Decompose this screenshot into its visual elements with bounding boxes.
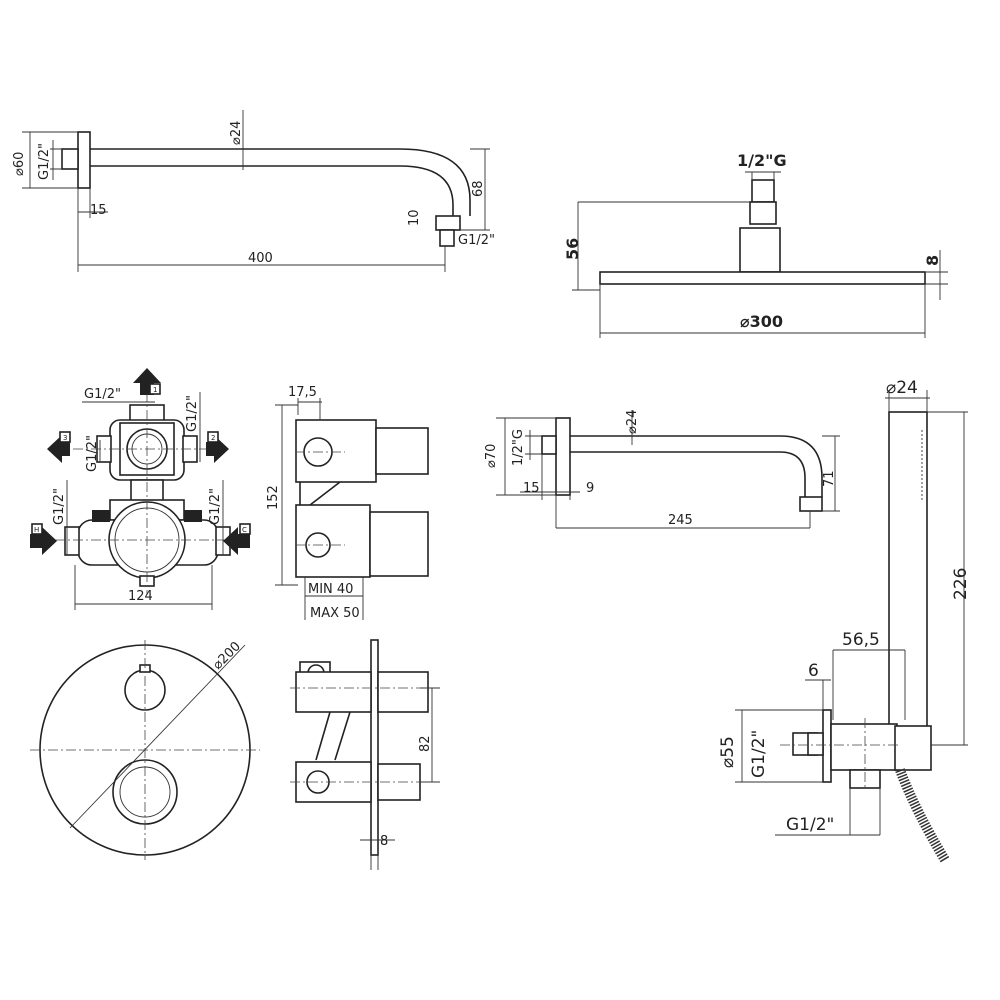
offset-label: 17,5 [288,385,317,400]
mixer-body-side: 17,5 152 MIN 40 MAX 50 [266,385,429,621]
end-length-label: 10 [407,209,422,226]
arm-length-label: 245 [668,513,693,528]
plate-thickness-label: 8 [380,834,388,849]
port-3-label: 3 [63,434,67,442]
port-1-label: 1 [153,386,157,394]
outlet-thread-label: G1/2" [458,233,495,248]
top-thread-label: G1/2" [84,387,121,402]
head-thickness-label: 8 [923,255,942,266]
plate-diameter-label: ⌀200 [210,639,244,673]
hand-shower: ⌀24 226 56,5 6 ⌀55 G1/2" G1/2" [718,378,971,863]
height-label: 152 [266,485,281,510]
head-thread-label: 1/2"G [737,151,787,170]
hose-thread-label: G1/2" [786,815,834,835]
arm-flange-thickness-label: 9 [586,481,594,496]
arm-drop-label: 71 [822,470,837,487]
min-depth-label: MIN 40 [308,582,353,597]
spacing-label: 82 [418,735,433,752]
drop-label: 68 [471,180,486,197]
shower-arm-245: ⌀70 1/2"G ⌀24 15 9 245 71 [484,410,840,529]
width-label: 124 [128,589,153,604]
arm-depth-label: 15 [523,481,540,496]
head-height-label: 56 [563,238,582,260]
wall-thread-label: G1/2" [749,730,769,778]
arm-pipe-diameter-label: ⌀24 [625,410,640,434]
max-depth-label: MAX 50 [310,606,360,621]
arm-thread-label: 1/2"G [511,429,526,466]
port-cold-label: C [242,526,247,534]
length-label: 400 [248,251,273,266]
plate-thickness-label: 6 [808,661,819,681]
mixer-body-front: 1 3 2 H C G1/2" G1/2" G1/2" G1/2" G1/2" … [30,368,251,610]
right-thread-label: G1/2" [185,395,200,432]
wall-thread-label: G1/2" [37,143,52,180]
port-hot-label: H [34,526,39,534]
depth-label: 15 [90,203,107,218]
pipe-diameter-label: ⌀24 [229,121,244,145]
shower-arm-400: ⌀60 G1/2" ⌀24 15 400 68 10 G1/2" [12,110,495,272]
shower-head: 1/2"G 56 8 ⌀300 [563,151,948,338]
flange-diameter-label: ⌀55 [718,736,738,768]
port-2-label: 2 [211,434,215,442]
arm-flange-diameter-label: ⌀70 [484,444,499,468]
hot-thread-label: G1/2" [52,488,67,525]
head-diameter-label: ⌀300 [740,312,783,331]
flange-diameter-label: ⌀60 [12,152,27,176]
left-thread-label: G1/2" [85,435,100,472]
cold-thread-label: G1/2" [208,488,223,525]
projection-label: 56,5 [842,630,880,650]
cover-plate-front: ⌀200 [30,639,260,860]
hand-shower-diameter-label: ⌀24 [886,378,918,398]
cover-plate-side: 82 8 [290,639,440,870]
hand-shower-length-label: 226 [951,568,971,600]
